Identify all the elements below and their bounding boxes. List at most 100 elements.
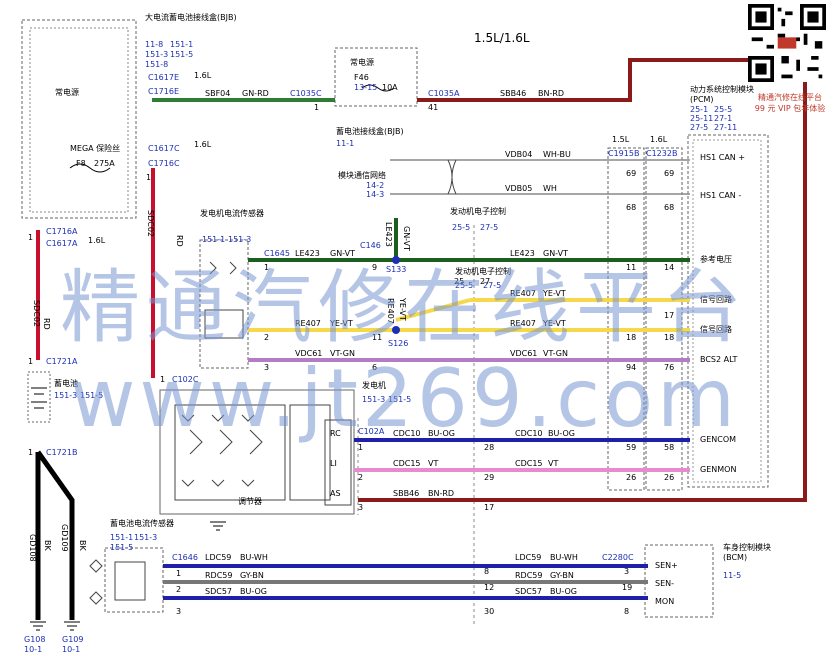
vt-gn-label-left: VT-GN	[330, 349, 355, 358]
gd109-wire	[35, 450, 75, 620]
pin-num-69-a: 69	[626, 169, 636, 178]
pin-41: 41	[428, 103, 438, 112]
pin-num-59: 59	[626, 443, 636, 452]
pin-num-2-c1646: 2	[176, 585, 181, 594]
pin-num-3-c1645: 3	[264, 363, 269, 372]
f8-fuse-symbol	[69, 163, 111, 173]
module-comm-label: 模块通信网络	[338, 170, 386, 180]
rc-pin: RC	[330, 429, 341, 438]
pin-num-14: 14	[664, 263, 674, 272]
g108-ref: 10-1	[24, 645, 42, 654]
battery-ref-1: 151-3	[54, 391, 77, 400]
pin-num-1-c1645: 1	[264, 263, 269, 272]
pcm-ref-4: 27-1	[714, 114, 732, 123]
sbf04-label: SBF04	[205, 89, 230, 98]
module-comm-ref-1: 14-2	[366, 181, 384, 190]
vt-left: VT	[428, 459, 438, 468]
ecm-2-ref-2: 27-5	[483, 281, 501, 290]
pin-num-69-b: 69	[664, 169, 674, 178]
ye-vt-label-left: YE-VT	[329, 319, 353, 328]
batt-sensor-label: 蓄电池电流传感器	[110, 518, 174, 528]
sdc02-label-right: SDC02	[146, 210, 155, 237]
re407-diag	[395, 298, 471, 322]
mega-fuse-id: F8	[76, 159, 86, 168]
pin-num-26-a: 26	[626, 473, 636, 482]
pcm-ref-2: 25-5	[714, 105, 732, 114]
genmon: GENMON	[700, 465, 736, 474]
ecm-2-label: 发动机电子控制	[455, 266, 511, 276]
rectifier-diodes	[181, 414, 255, 487]
pin-num-1-a: 1	[28, 233, 33, 242]
promo-text[interactable]: 精通汽修在线平台 99 元 VIP 包年体验	[748, 92, 832, 114]
wh-bu-label: WH-BU	[543, 150, 571, 159]
f46-rating: 10A	[382, 83, 398, 92]
generator-ref-2: 151-5	[388, 395, 411, 404]
bk-label-2: BK	[78, 540, 87, 551]
c1646-label: C1646	[172, 553, 198, 562]
li-pin: LI	[330, 459, 337, 468]
le423-label: LE423	[295, 249, 320, 258]
re407-label-left: RE407	[295, 319, 321, 328]
pin-num-68-a: 68	[626, 203, 636, 212]
bjb2-label: 蓄电池接线盒(BJB)	[336, 126, 404, 136]
pin-num-12: 12	[484, 583, 494, 592]
pin-num-68-b: 68	[664, 203, 674, 212]
batt-sensor-core	[114, 561, 146, 601]
c1617e-engine: 1.6L	[194, 71, 212, 80]
generator-stator	[174, 404, 286, 501]
sen-n-pin: SEN-	[655, 579, 674, 588]
g109-ref: 10-1	[62, 645, 80, 654]
generator-frame	[159, 389, 355, 515]
g109-label: G109	[62, 635, 83, 644]
pin-num-1-c102c: 1	[160, 375, 165, 384]
sdc57-left: SDC57	[205, 587, 232, 596]
signal-return-2: 信号回路	[700, 324, 732, 334]
ye-vt-label-upper: YE-VT	[542, 289, 566, 298]
vdc61-label-right: VDC61	[510, 349, 537, 358]
batt-sensor-ref-2: 151-3	[134, 533, 157, 542]
bcm-label: 车身控制模块	[723, 542, 771, 552]
ye-vt-label-right: YE-VT	[542, 319, 566, 328]
re407-label-upper: RE407	[510, 289, 536, 298]
pin-num-11-c146: 11	[372, 333, 382, 342]
pin-num-2-c102a: 2	[358, 473, 363, 482]
bjb-frame	[21, 19, 137, 219]
engine-1-5l-label: 1.5L	[612, 135, 630, 144]
gn-rd-label: GN-RD	[242, 89, 269, 98]
c1035a-label: C1035A	[428, 89, 460, 98]
battery-ref-2: 151-5	[80, 391, 103, 400]
ref-voltage: 参考电压	[700, 254, 732, 264]
bu-wh-left: BU-WH	[240, 553, 268, 562]
alt-sensor-coil	[209, 261, 237, 275]
pin-num-1-c1716c: 1	[146, 173, 151, 182]
pcm-ref-6: 27-11	[714, 123, 737, 132]
c102a-label: C102A	[358, 427, 385, 436]
f46-pins: 13-15	[354, 83, 377, 92]
pin-num-9: 9	[372, 263, 377, 272]
bcs2-alt: BCS2 ALT	[700, 355, 737, 364]
pin-num-1-c102a: 1	[358, 443, 363, 452]
bjb-ref-4: 151-5	[170, 50, 193, 59]
pin-num-29: 29	[484, 473, 494, 482]
qr-code-icon[interactable]	[748, 4, 826, 82]
page-title: 1.5L/1.6L	[474, 31, 530, 45]
c1915b-frame	[607, 147, 645, 491]
gd108-label: GD108	[28, 534, 37, 562]
cdc15-left: CDC15	[393, 459, 421, 468]
pcm-frame	[687, 134, 769, 488]
bjb-ref-3: 151-3	[145, 50, 168, 59]
regulator-label: 调节器	[238, 497, 262, 506]
c1716c-label: C1716C	[148, 159, 180, 168]
g109-ground-symbol	[64, 621, 80, 631]
bu-og-left: BU-OG	[428, 429, 455, 438]
rdc59-left: RDC59	[205, 571, 232, 580]
pcm-ref-5: 27-5	[690, 123, 708, 132]
pin-num-27: 27	[480, 277, 490, 286]
ldc59-left: LDC59	[205, 553, 231, 562]
pin-num-3-c1646: 3	[176, 607, 181, 616]
c1645-label: C1645	[264, 249, 290, 258]
pcm-ref-1: 25-1	[690, 105, 708, 114]
alt-sensor-label: 发电机电流传感器	[200, 208, 264, 218]
hs1-can-p: HS1 CAN +	[700, 153, 745, 162]
